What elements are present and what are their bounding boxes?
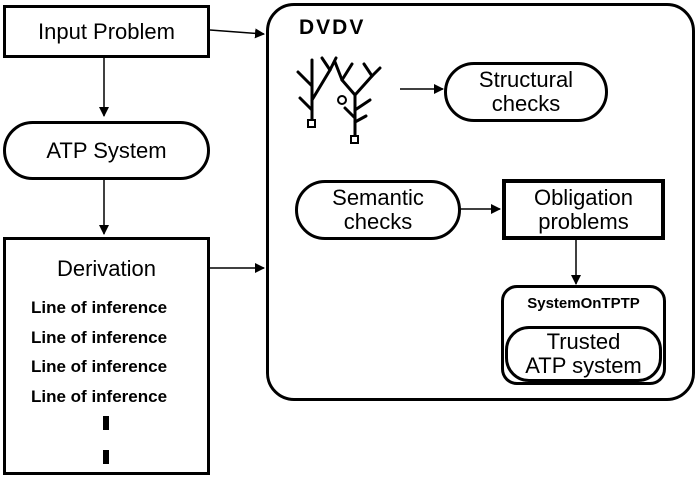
ellipsis-mark bbox=[103, 416, 109, 430]
trusted-atp-label: ATP system bbox=[525, 353, 642, 378]
trusted-atp-label: Trusted bbox=[546, 329, 621, 354]
arrow-input-to-dvdv bbox=[209, 28, 265, 39]
structural-checks-label: checks bbox=[491, 91, 561, 116]
dvdv-title: DVDV bbox=[299, 16, 366, 39]
input-problem-label: Input Problem bbox=[38, 18, 175, 44]
derivation-line: Line of inference bbox=[31, 298, 168, 317]
obligation-problems-label: Obligation bbox=[533, 184, 634, 210]
semantic-checks-label: Semantic bbox=[332, 185, 424, 210]
atp-system-box: ATP System bbox=[3, 121, 210, 180]
systemontptp-label: SystemOnTPTP bbox=[527, 295, 640, 312]
semantic-checks-box: Semantic checks bbox=[295, 180, 461, 240]
semantic-checks-label: checks bbox=[343, 209, 413, 234]
derivation-tree-icon bbox=[333, 60, 382, 144]
structural-checks-label: Structural bbox=[478, 67, 574, 92]
structural-checks-box: Structural checks bbox=[444, 62, 608, 122]
input-problem-box: Input Problem bbox=[3, 5, 210, 58]
obligation-problems-label: problems bbox=[538, 208, 629, 234]
derivation-box: Derivation Line of inference Line of inf… bbox=[3, 237, 210, 475]
systemontptp-box: SystemOnTPTP Trusted ATP system bbox=[501, 285, 666, 385]
trusted-atp-box: Trusted ATP system bbox=[505, 326, 662, 382]
derivation-tree-icon bbox=[296, 56, 338, 128]
dvdv-container bbox=[266, 3, 695, 401]
derivation-line: Line of inference bbox=[31, 328, 168, 347]
ellipsis-mark bbox=[103, 450, 109, 464]
obligation-problems-box: Obligation problems bbox=[502, 179, 665, 240]
atp-system-label: ATP System bbox=[46, 137, 167, 163]
derivation-line: Line of inference bbox=[31, 387, 168, 406]
derivation-line: Line of inference bbox=[31, 357, 168, 376]
derivation-title: Derivation bbox=[56, 256, 157, 281]
